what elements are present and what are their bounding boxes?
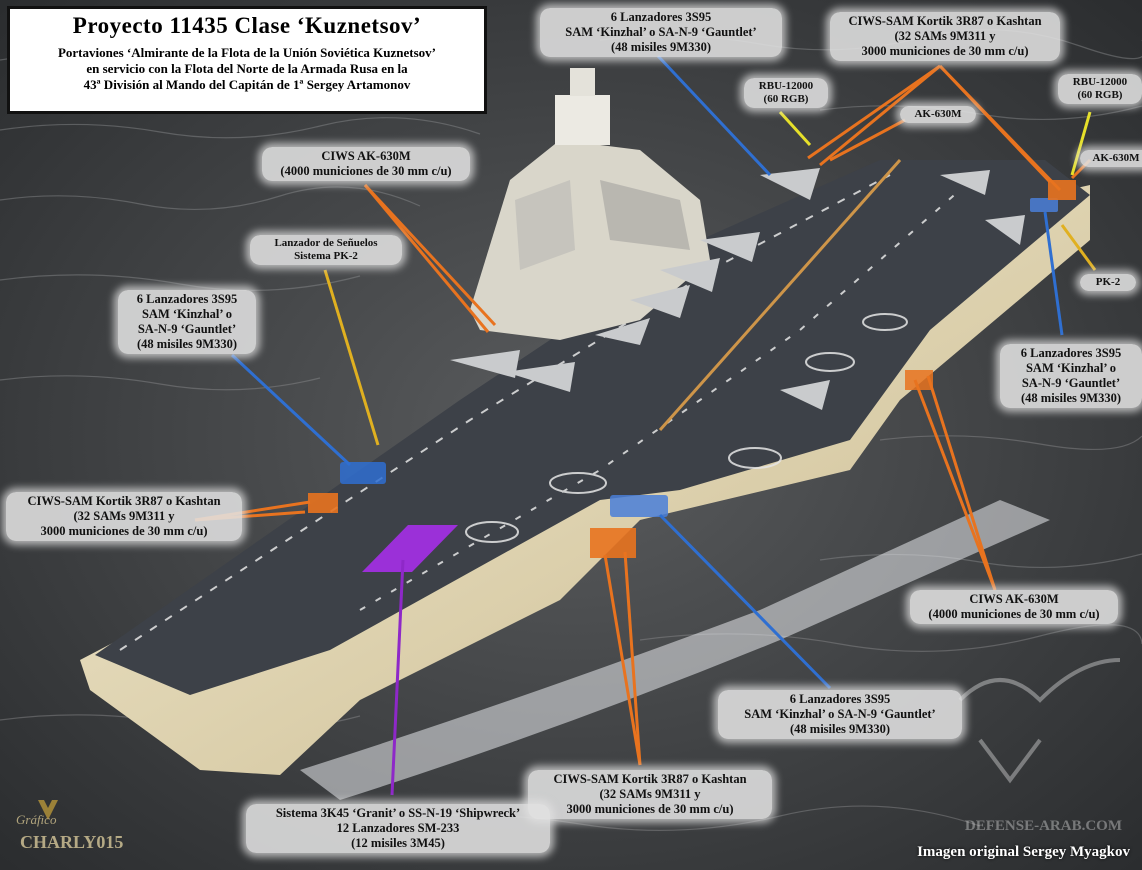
label-line: SAM ‘Kinzhal’ o SA-N-9 ‘Gauntlet’ <box>565 25 757 39</box>
watermark-emblem <box>958 658 1121 784</box>
label-line: 6 Lanzadores 3S95 <box>1020 346 1122 360</box>
label-line: CIWS AK-630M <box>321 149 411 163</box>
sam-launcher-left-marker <box>340 462 386 484</box>
credit-logo <box>38 800 58 820</box>
label-line: (60 RGB) <box>1077 89 1123 101</box>
ciws-ak-right-marker <box>905 370 933 390</box>
label-line: (4000 municiones de 30 mm c/u) <box>280 164 452 178</box>
label-line: (4000 municiones de 30 mm c/u) <box>928 607 1100 621</box>
label-ciws-ak-right: CIWS AK-630M (4000 municiones de 30 mm c… <box>910 590 1118 624</box>
label-line: RBU-12000 <box>1072 76 1128 88</box>
label-line: CIWS-SAM Kortik 3R87 o Kashtan <box>848 14 1042 28</box>
label-sam-right: 6 Lanzadores 3S95 SAM ‘Kinzhal’ o SA-N-9… <box>1000 344 1142 408</box>
label-line: RBU-12000 <box>758 80 814 92</box>
label-line: SAM ‘Kinzhal’ o SA-N-9 ‘Gauntlet’ <box>744 707 936 721</box>
label-line: 3000 municiones de 30 mm c/u) <box>40 524 208 538</box>
leader-lines <box>194 54 1097 796</box>
label-line: 3000 municiones de 30 mm c/u) <box>861 44 1029 58</box>
label-line: 6 Lanzadores 3S95 <box>789 692 891 706</box>
wake <box>300 500 1050 800</box>
label-ak630-top: AK-630M <box>900 106 976 123</box>
subtitle-line: en servicio con la Flota del Norte de la… <box>86 61 408 76</box>
granit-launcher-marker <box>362 525 458 572</box>
label-line: CIWS-SAM Kortik 3R87 o Kashtan <box>553 772 747 786</box>
label-line: CIWS AK-630M <box>969 592 1059 606</box>
label-line: SA-N-9 ‘Gauntlet’ <box>1021 376 1121 390</box>
label-line: 3000 municiones de 30 mm c/u) <box>566 802 734 816</box>
label-line: (60 RGB) <box>763 93 809 105</box>
label-sam-bottom: 6 Lanzadores 3S95 SAM ‘Kinzhal’ o SA-N-9… <box>718 690 962 739</box>
subtitle-line: Portaviones ‘Almirante de la Flota de la… <box>57 45 437 60</box>
subtitle-line: 43ª División al Mando del Capitán de 1ª … <box>83 77 411 92</box>
label-sam-top: 6 Lanzadores 3S95 SAM ‘Kinzhal’ o SA-N-9… <box>540 8 782 57</box>
sam-launcher-right-marker <box>1030 198 1058 212</box>
credit-line-1: Gráfico <box>16 812 57 827</box>
page-title: Proyecto 11435 Clase ‘Kuznetsov’ <box>72 13 422 38</box>
aircraft <box>450 168 1025 410</box>
ciws-left-marker <box>308 493 338 513</box>
label-line: 12 Lanzadores SM-233 <box>336 821 460 835</box>
label-line: (32 SAMs 9M311 y <box>599 787 701 801</box>
subtitle: Portaviones ‘Almirante de la Flota de la… <box>10 45 484 93</box>
label-pk2: PK-2 <box>1080 274 1136 291</box>
label-line: 6 Lanzadores 3S95 <box>610 10 712 24</box>
label-line: SAM ‘Kinzhal’ o <box>141 307 233 321</box>
label-ciws-sam-top: CIWS-SAM Kortik 3R87 o Kashtan (32 SAMs … <box>830 12 1060 61</box>
label-line: (32 SAMs 9M311 y <box>894 29 996 43</box>
label-line: (48 misiles 9M330) <box>790 722 890 736</box>
title-box: Proyecto 11435 Clase ‘Kuznetsov’ Portavi… <box>7 6 487 114</box>
label-ciws-sam-left: CIWS-SAM Kortik 3R87 o Kashtan (32 SAMs … <box>6 492 242 541</box>
label-line: (48 misiles 9M330) <box>611 40 711 54</box>
label-line: Sistema PK-2 <box>294 250 358 262</box>
label-line: SAM ‘Kinzhal’ o <box>1025 361 1117 375</box>
label-line: 6 Lanzadores 3S95 <box>136 292 238 306</box>
ciws-bottom-marker <box>590 528 636 558</box>
label-line: CIWS-SAM Kortik 3R87 o Kashtan <box>27 494 221 508</box>
label-line: (48 misiles 9M330) <box>137 337 237 351</box>
deck-markings <box>119 159 961 651</box>
label-rbu-right: RBU-12000 (60 RGB) <box>1058 74 1142 104</box>
label-line: (32 SAMs 9M311 y <box>73 509 175 523</box>
label-ciws-sam-bottom: CIWS-SAM Kortik 3R87 o Kashtan (32 SAMs … <box>528 770 772 819</box>
label-ciws-ak-left: CIWS AK-630M (4000 municiones de 30 mm c… <box>262 147 470 181</box>
label-line: Sistema 3K45 ‘Granit’ o SS-N-19 ‘Shipwre… <box>275 806 521 820</box>
credit-line-2: CHARLY015 <box>20 832 124 852</box>
label-decoy-launcher: Lanzador de Señuelos Sistema PK-2 <box>250 235 402 265</box>
island <box>470 68 710 340</box>
photo-credit: Imagen original Sergey Myagkov <box>917 844 1130 860</box>
label-granit: Sistema 3K45 ‘Granit’ o SS-N-19 ‘Shipwre… <box>246 804 550 853</box>
label-line: (12 misiles 3M45) <box>351 836 445 850</box>
sam-launcher-bottom-marker <box>610 495 668 517</box>
label-line: SA-N-9 ‘Gauntlet’ <box>137 322 237 336</box>
watermark-text: DEFENSE-ARAB.COM <box>964 818 1122 834</box>
label-line: Lanzador de Señuelos <box>274 237 378 249</box>
label-sam-left: 6 Lanzadores 3S95 SAM ‘Kinzhal’ o SA-N-9… <box>118 290 256 354</box>
label-line: (48 misiles 9M330) <box>1021 391 1121 405</box>
label-rbu-left: RBU-12000 (60 RGB) <box>744 78 828 108</box>
label-ak630-right: AK-630M <box>1080 150 1142 167</box>
